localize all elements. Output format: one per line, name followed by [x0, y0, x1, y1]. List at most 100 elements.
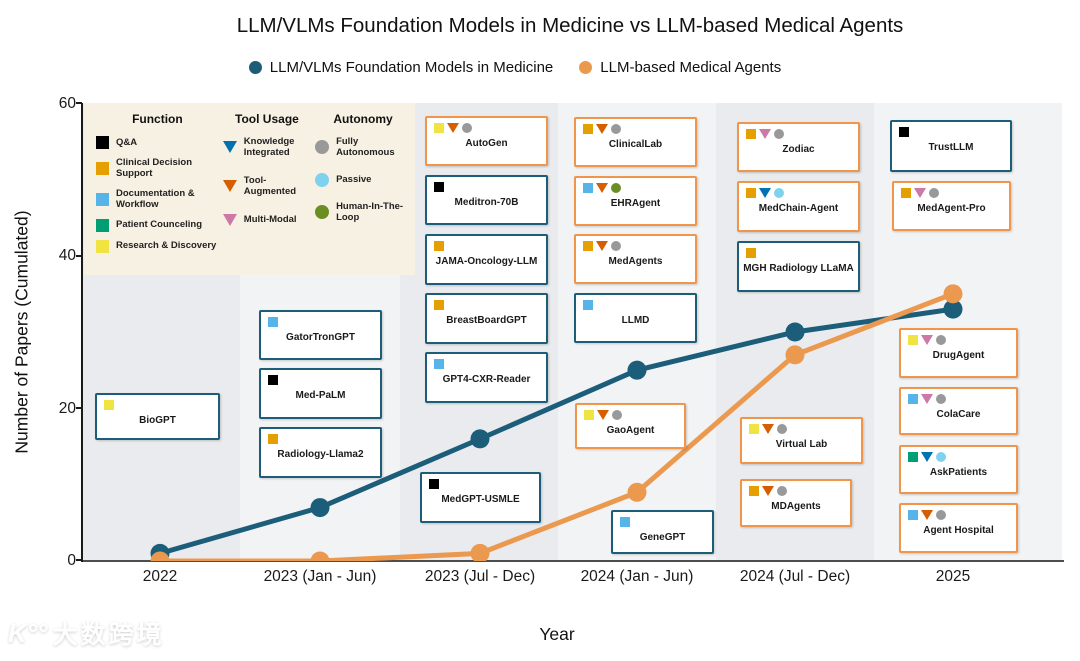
legend-entry: Tool-Augmented: [222, 175, 311, 198]
legend-entry-label: Human-In-The-Loop: [336, 200, 404, 224]
model-label: BioGPT: [139, 415, 176, 426]
y-tickmark: [76, 407, 82, 409]
model-label: MDAgents: [771, 501, 821, 512]
tool-augmented-icon: [596, 124, 608, 134]
model-box-mgh-radiology-llama: MGH Radiology LLaMA: [737, 241, 860, 292]
clinical-decision-support-icon: [746, 248, 756, 258]
model-label: ColaCare: [936, 409, 981, 420]
model-label: Zodiac: [782, 144, 815, 155]
model-box-agent-hospital: Agent Hospital: [899, 503, 1018, 553]
model-label: MedGPT-USMLE: [441, 494, 520, 505]
research-discovery-icon: [908, 335, 918, 345]
chart-title: LLM/VLMs Foundation Models in Medicine v…: [236, 14, 904, 37]
model-label: ClinicalLab: [608, 139, 663, 150]
legend-header: Tool Usage: [235, 112, 299, 126]
legend-entry: Patient Counceling: [96, 218, 219, 232]
patient-counceling-icon: [96, 218, 109, 232]
model-label: Radiology-Llama2: [277, 449, 364, 460]
x-tick-label: 2023 (Jul - Dec): [424, 568, 536, 585]
clinical-decision-support-icon: [96, 161, 109, 175]
tool-augmented-icon: [596, 241, 608, 251]
clinical-decision-support-icon: [583, 124, 593, 134]
legend-column-function: Function Q&A Clinical Decision Support D…: [96, 112, 219, 275]
model-box-breastboardgpt: BreastBoardGPT: [425, 293, 548, 344]
model-box-med-palm: Med-PaLM: [259, 368, 382, 419]
human-in-the-loop-icon: [611, 183, 621, 193]
legend-entry-label: Q&A: [116, 136, 138, 148]
model-box-askpatients: AskPatients: [899, 445, 1018, 494]
tool-augmented-icon: [762, 486, 774, 496]
fully-autonomous-icon: [777, 486, 787, 496]
passive-icon: [774, 188, 784, 198]
model-label: JAMA-Oncology-LLM: [435, 256, 538, 267]
model-label: AskPatients: [929, 467, 988, 478]
attribute-legend-panel: Function Q&A Clinical Decision Support D…: [84, 103, 415, 275]
x-tick-label: 2024 (Jul - Dec): [739, 568, 851, 585]
model-box-medchain-agent: MedChain-Agent: [737, 181, 860, 232]
tool-augmented-icon: [596, 183, 608, 193]
legend-entry: Fully Autonomous: [315, 136, 411, 159]
qa-icon: [434, 182, 444, 192]
legend-item-foundation: LLM/VLMs Foundation Models in Medicine: [248, 59, 553, 76]
model-label: MedAgents: [608, 256, 663, 267]
clinical-decision-support-icon: [901, 188, 911, 198]
qa-icon: [429, 479, 439, 489]
legend-entry-label: Clinical Decision Support: [116, 157, 193, 180]
watermark: K°° 大数跨境: [8, 615, 165, 651]
fully-autonomous-icon: [936, 510, 946, 520]
legend-item-agents: LLM-based Medical Agents: [579, 59, 781, 76]
model-label: Agent Hospital: [923, 525, 994, 536]
model-box-drugagent: DrugAgent: [899, 328, 1018, 378]
x-tick-label: 2025: [935, 568, 971, 585]
model-box-biogpt: BioGPT: [95, 393, 220, 440]
y-tickmark: [76, 255, 82, 257]
model-label: GeneGPT: [639, 532, 686, 543]
y-tickmark: [76, 559, 82, 561]
model-label: TrustLLM: [928, 142, 974, 153]
research-discovery-icon: [104, 400, 114, 410]
model-label: MedChain-Agent: [758, 203, 839, 214]
qa-icon: [268, 375, 278, 385]
knowledge-integrated-icon: [921, 452, 933, 462]
fully-autonomous-icon: [611, 241, 621, 251]
legend-entry-label: Research & Discovery: [116, 240, 217, 252]
model-box-meditron-70b: Meditron-70B: [425, 175, 548, 225]
legend-header: Function: [132, 112, 183, 126]
documentation-workflow-icon: [268, 317, 278, 327]
qa-icon: [899, 127, 909, 137]
model-box-trustllm: TrustLLM: [890, 120, 1012, 172]
multi-modal-icon: [921, 335, 933, 345]
model-box-autogen: AutoGen: [425, 116, 548, 166]
legend-entry: Human-In-The-Loop: [315, 201, 411, 224]
trend-lines: [150, 284, 963, 561]
model-box-gpt4-cxr-reader: GPT4-CXR-Reader: [425, 352, 548, 403]
clinical-decision-support-icon: [749, 486, 759, 496]
passive-icon: [936, 452, 946, 462]
model-label: EHRAgent: [610, 198, 661, 209]
model-box-colacare: ColaCare: [899, 387, 1018, 435]
model-box-genegpt: GeneGPT: [611, 510, 714, 554]
model-box-llmd: LLMD: [574, 293, 697, 343]
model-box-mdagents: MDAgents: [740, 479, 852, 527]
y-axis-line: [81, 103, 83, 562]
model-label: Virtual Lab: [775, 439, 828, 450]
model-label: MedAgent-Pro: [917, 203, 986, 214]
human-in-the-loop-icon: [315, 205, 330, 220]
y-axis-title: Number of Papers (Cumulated): [11, 210, 32, 454]
x-tick-label: 2022: [142, 568, 178, 585]
legend-entry: Q&A: [96, 136, 219, 149]
clinical-decision-support-icon: [746, 188, 756, 198]
model-label: LLMD: [621, 315, 650, 326]
model-box-virtual-lab: Virtual Lab: [740, 417, 863, 464]
foundation-series-dot-icon: [248, 61, 262, 74]
fully-autonomous-icon: [936, 335, 946, 345]
legend-entry-label: Patient Counceling: [116, 219, 203, 231]
legend-entry-label: Fully Autonomous: [336, 136, 395, 159]
legend-entry-label: Knowledge Integrated: [243, 136, 295, 159]
model-label: Med-PaLM: [295, 390, 346, 401]
x-axis-title: Year: [539, 624, 575, 644]
multi-modal-icon: [921, 394, 933, 404]
legend-entry: Knowledge Integrated: [222, 136, 311, 159]
documentation-workflow-icon: [583, 300, 593, 310]
knowledge-integrated-icon: [759, 188, 771, 198]
